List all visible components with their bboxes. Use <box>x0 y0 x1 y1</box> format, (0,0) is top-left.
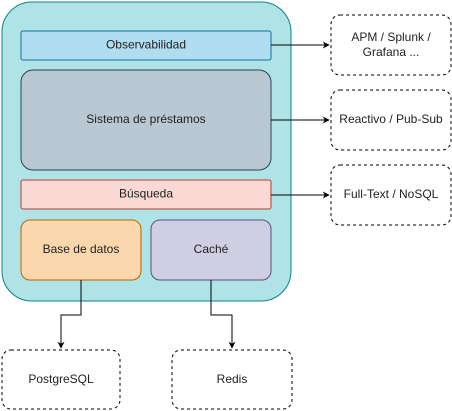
apm-label-line2: Grafana ... <box>363 45 420 59</box>
reactive-label: Reactivo / Pub-Sub <box>339 112 443 126</box>
loan-system-label: Sistema de préstamos <box>86 112 205 126</box>
redis-label: Redis <box>217 372 248 386</box>
reactive-external-box[interactable] <box>330 89 452 151</box>
cache-label: Caché <box>194 242 229 256</box>
arrow-cache-to-redis <box>210 280 236 349</box>
search-label: Búsqueda <box>119 187 173 201</box>
fulltext-external-box[interactable] <box>330 164 452 226</box>
arrow-database-to-postgresql <box>57 280 82 349</box>
database-label: Base de datos <box>43 242 120 256</box>
apm-label-line1: APM / Splunk / <box>351 30 431 44</box>
fulltext-label: Full-Text / NoSQL <box>344 187 439 201</box>
apm-external-box[interactable] <box>330 14 452 76</box>
observability-label: Observabilidad <box>106 38 186 52</box>
postgresql-external-box[interactable] <box>1 349 121 410</box>
postgresql-label: PostgreSQL <box>28 372 94 386</box>
redis-external-box[interactable] <box>171 349 293 410</box>
